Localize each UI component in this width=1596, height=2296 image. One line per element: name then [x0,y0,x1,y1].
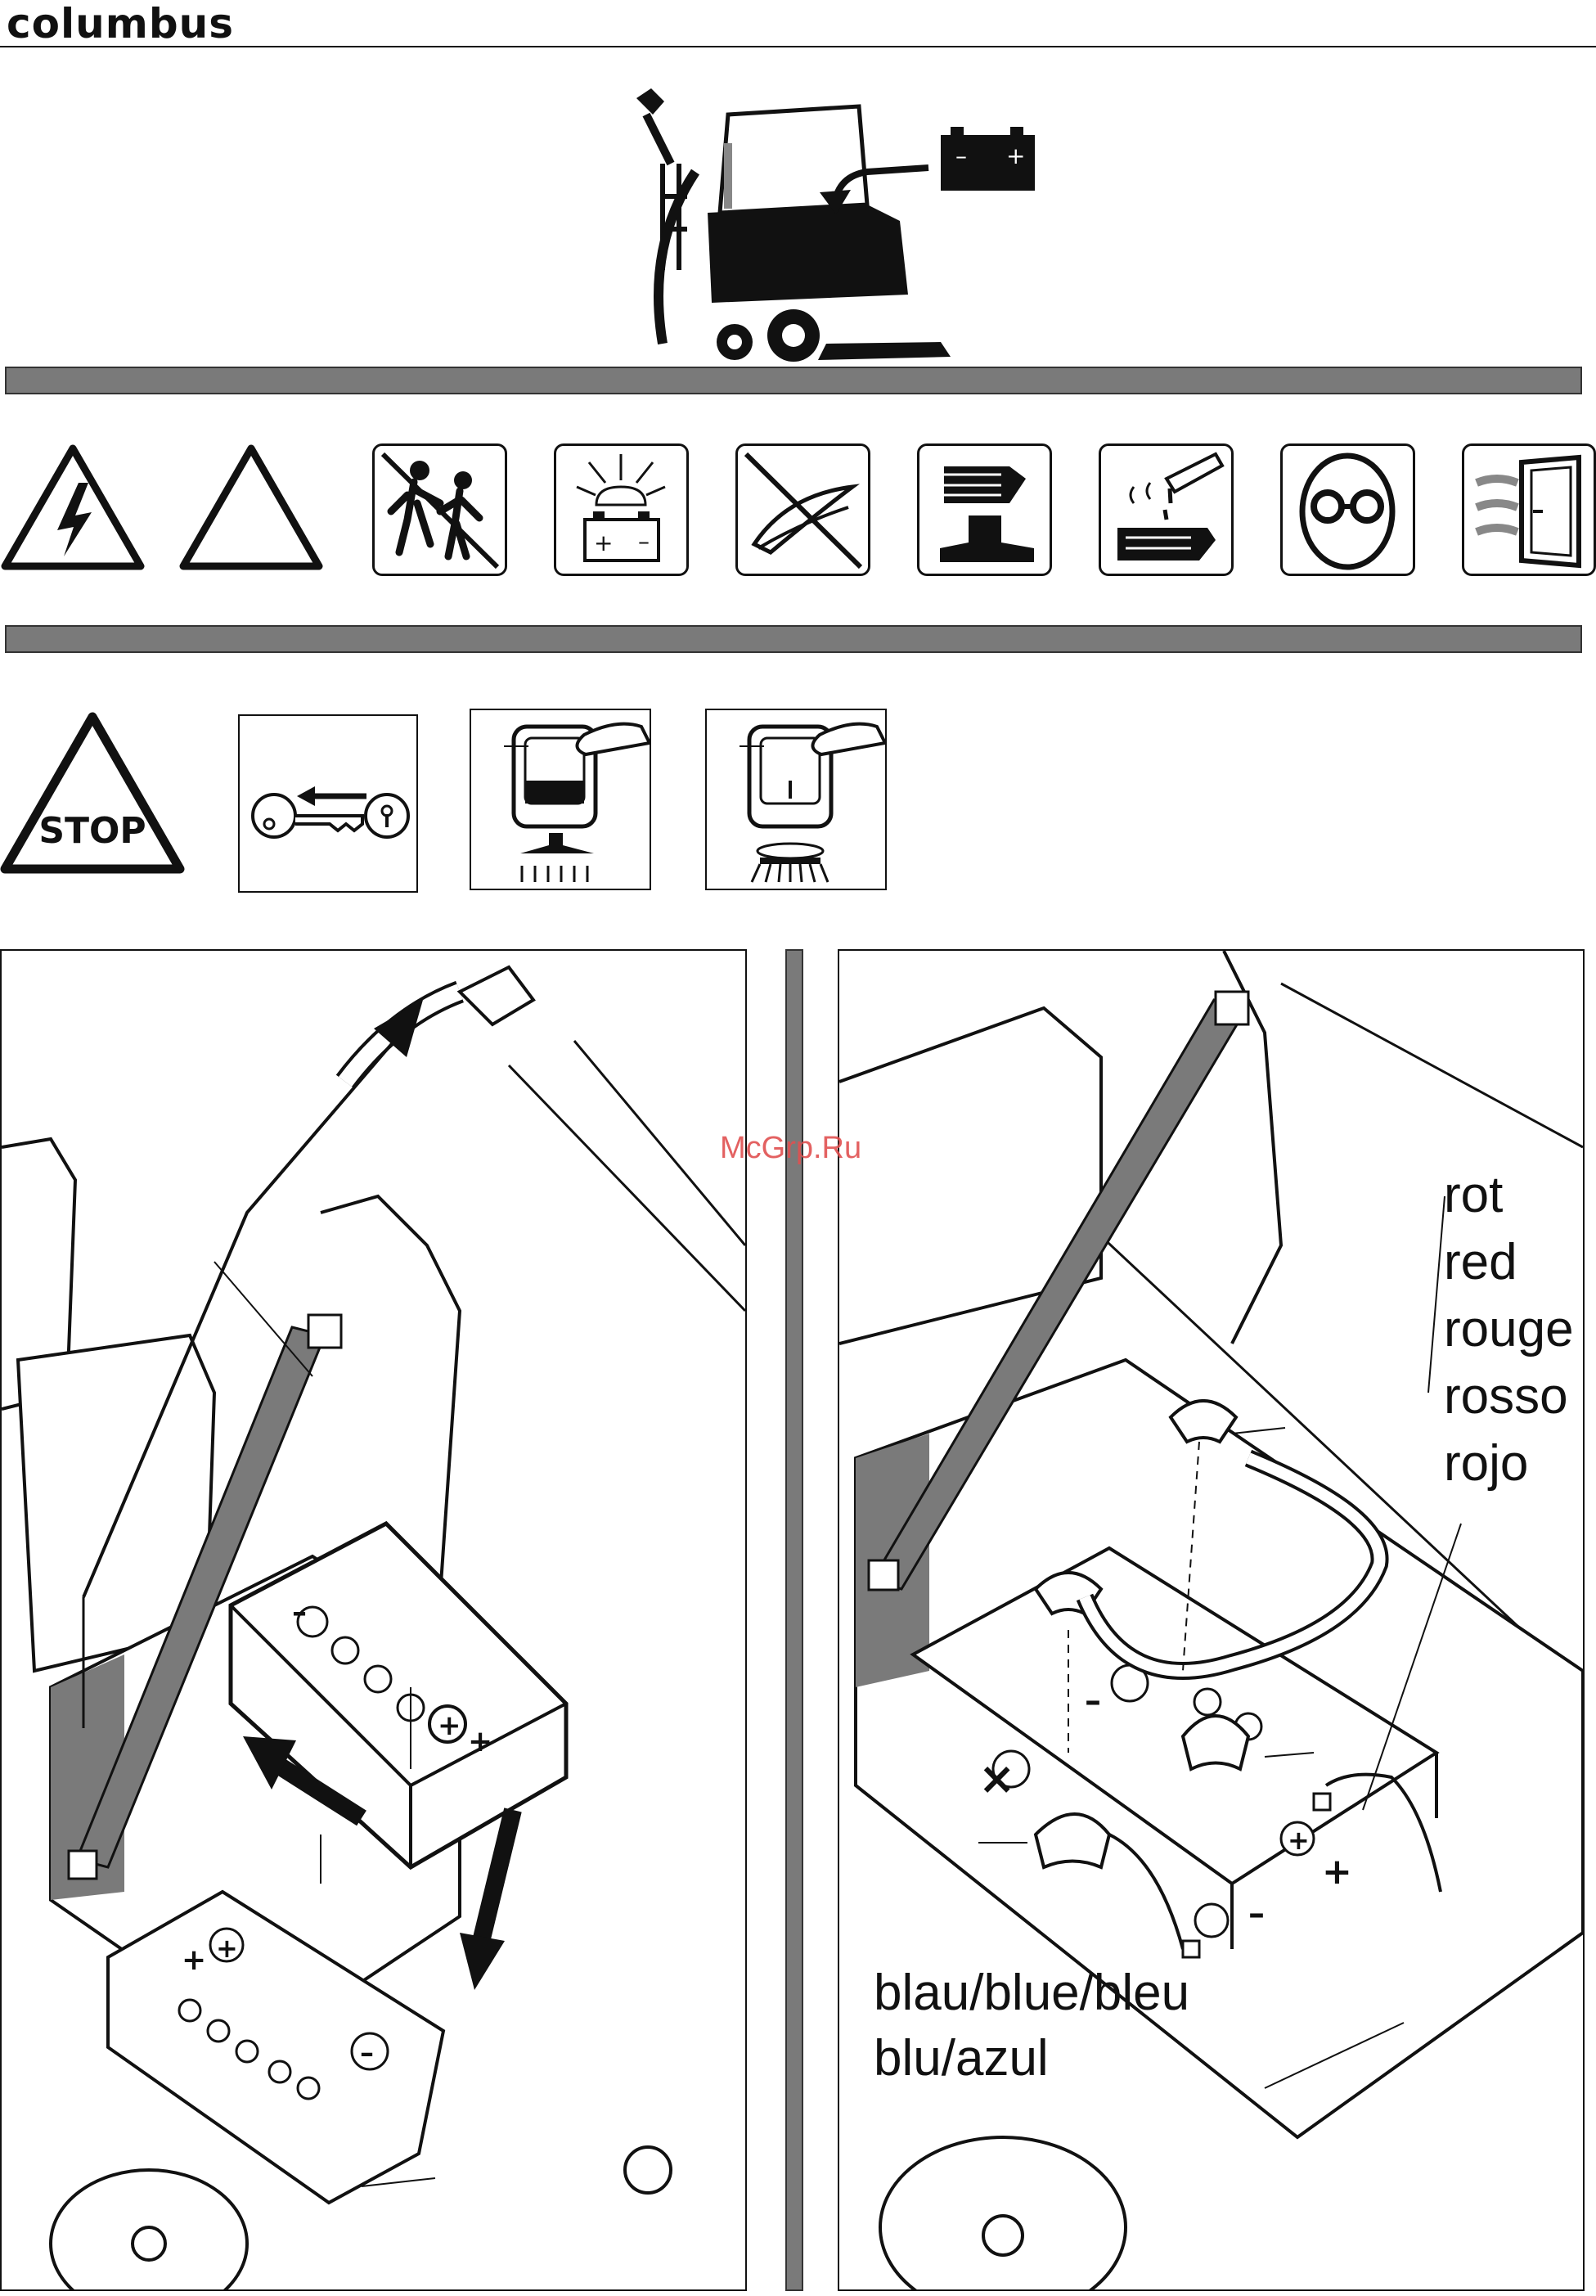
label-rot: rot [1444,1162,1574,1229]
ventilation-icon [1462,443,1596,576]
protective-gloves-boots-icon [917,443,1052,576]
svg-text:–: – [1248,1895,1265,1933]
suction-switch-off-icon [470,709,651,890]
separator-bar-top [5,367,1582,394]
battery-insertion-illustration: + + – + + – [0,949,747,2291]
battery-plus: + [1006,142,1025,169]
blue-cable-labels: blau/blue/bleu blu/azul [874,1961,1189,2091]
svg-text:×: × [978,1753,1015,1804]
label-blu-azul: blu/azul [874,2026,1189,2091]
svg-text:+: + [438,1709,461,1742]
label-rosso: rosso [1444,1363,1574,1430]
watermark: McGrp.Ru [720,1131,861,1166]
svg-text:+: + [594,529,613,556]
svg-text:+: + [182,1943,206,1977]
svg-text:+: + [468,1725,492,1758]
svg-text:–: – [638,528,650,555]
brand-logo: columbus [7,0,234,47]
remove-key-icon [238,714,418,893]
acid-burn-icon [1099,443,1234,576]
svg-text:–: – [1085,1682,1101,1720]
svg-text:–: – [360,2037,374,2069]
electric-hazard-icon [0,442,146,573]
svg-text:+: + [1288,1825,1310,1856]
battery-explosion-icon: + – [554,443,689,576]
svg-text:+: + [216,1933,238,1964]
label-rouge: rouge [1444,1296,1574,1363]
header-rule [0,46,1596,47]
no-open-flame-icon [735,443,870,576]
label-rojo: rojo [1444,1430,1574,1497]
label-red: red [1444,1229,1574,1296]
machine-battery-illustration: – + [597,82,1055,368]
svg-text:–: – [292,1596,307,1629]
battery-minus: – [955,142,967,169]
no-children-icon [372,443,507,576]
stop-icon: STOP [0,710,185,874]
svg-text:+: + [1322,1851,1352,1893]
stop-text: STOP [38,810,146,852]
safety-goggles-icon [1280,443,1415,576]
red-cable-labels: rot red rouge rosso rojo [1444,1162,1574,1497]
label-blau-blue-bleu: blau/blue/bleu [874,1961,1189,2026]
brush-switch-off-icon [705,709,887,890]
separator-bar-middle [5,625,1582,653]
warning-triangle-icon [178,442,324,573]
